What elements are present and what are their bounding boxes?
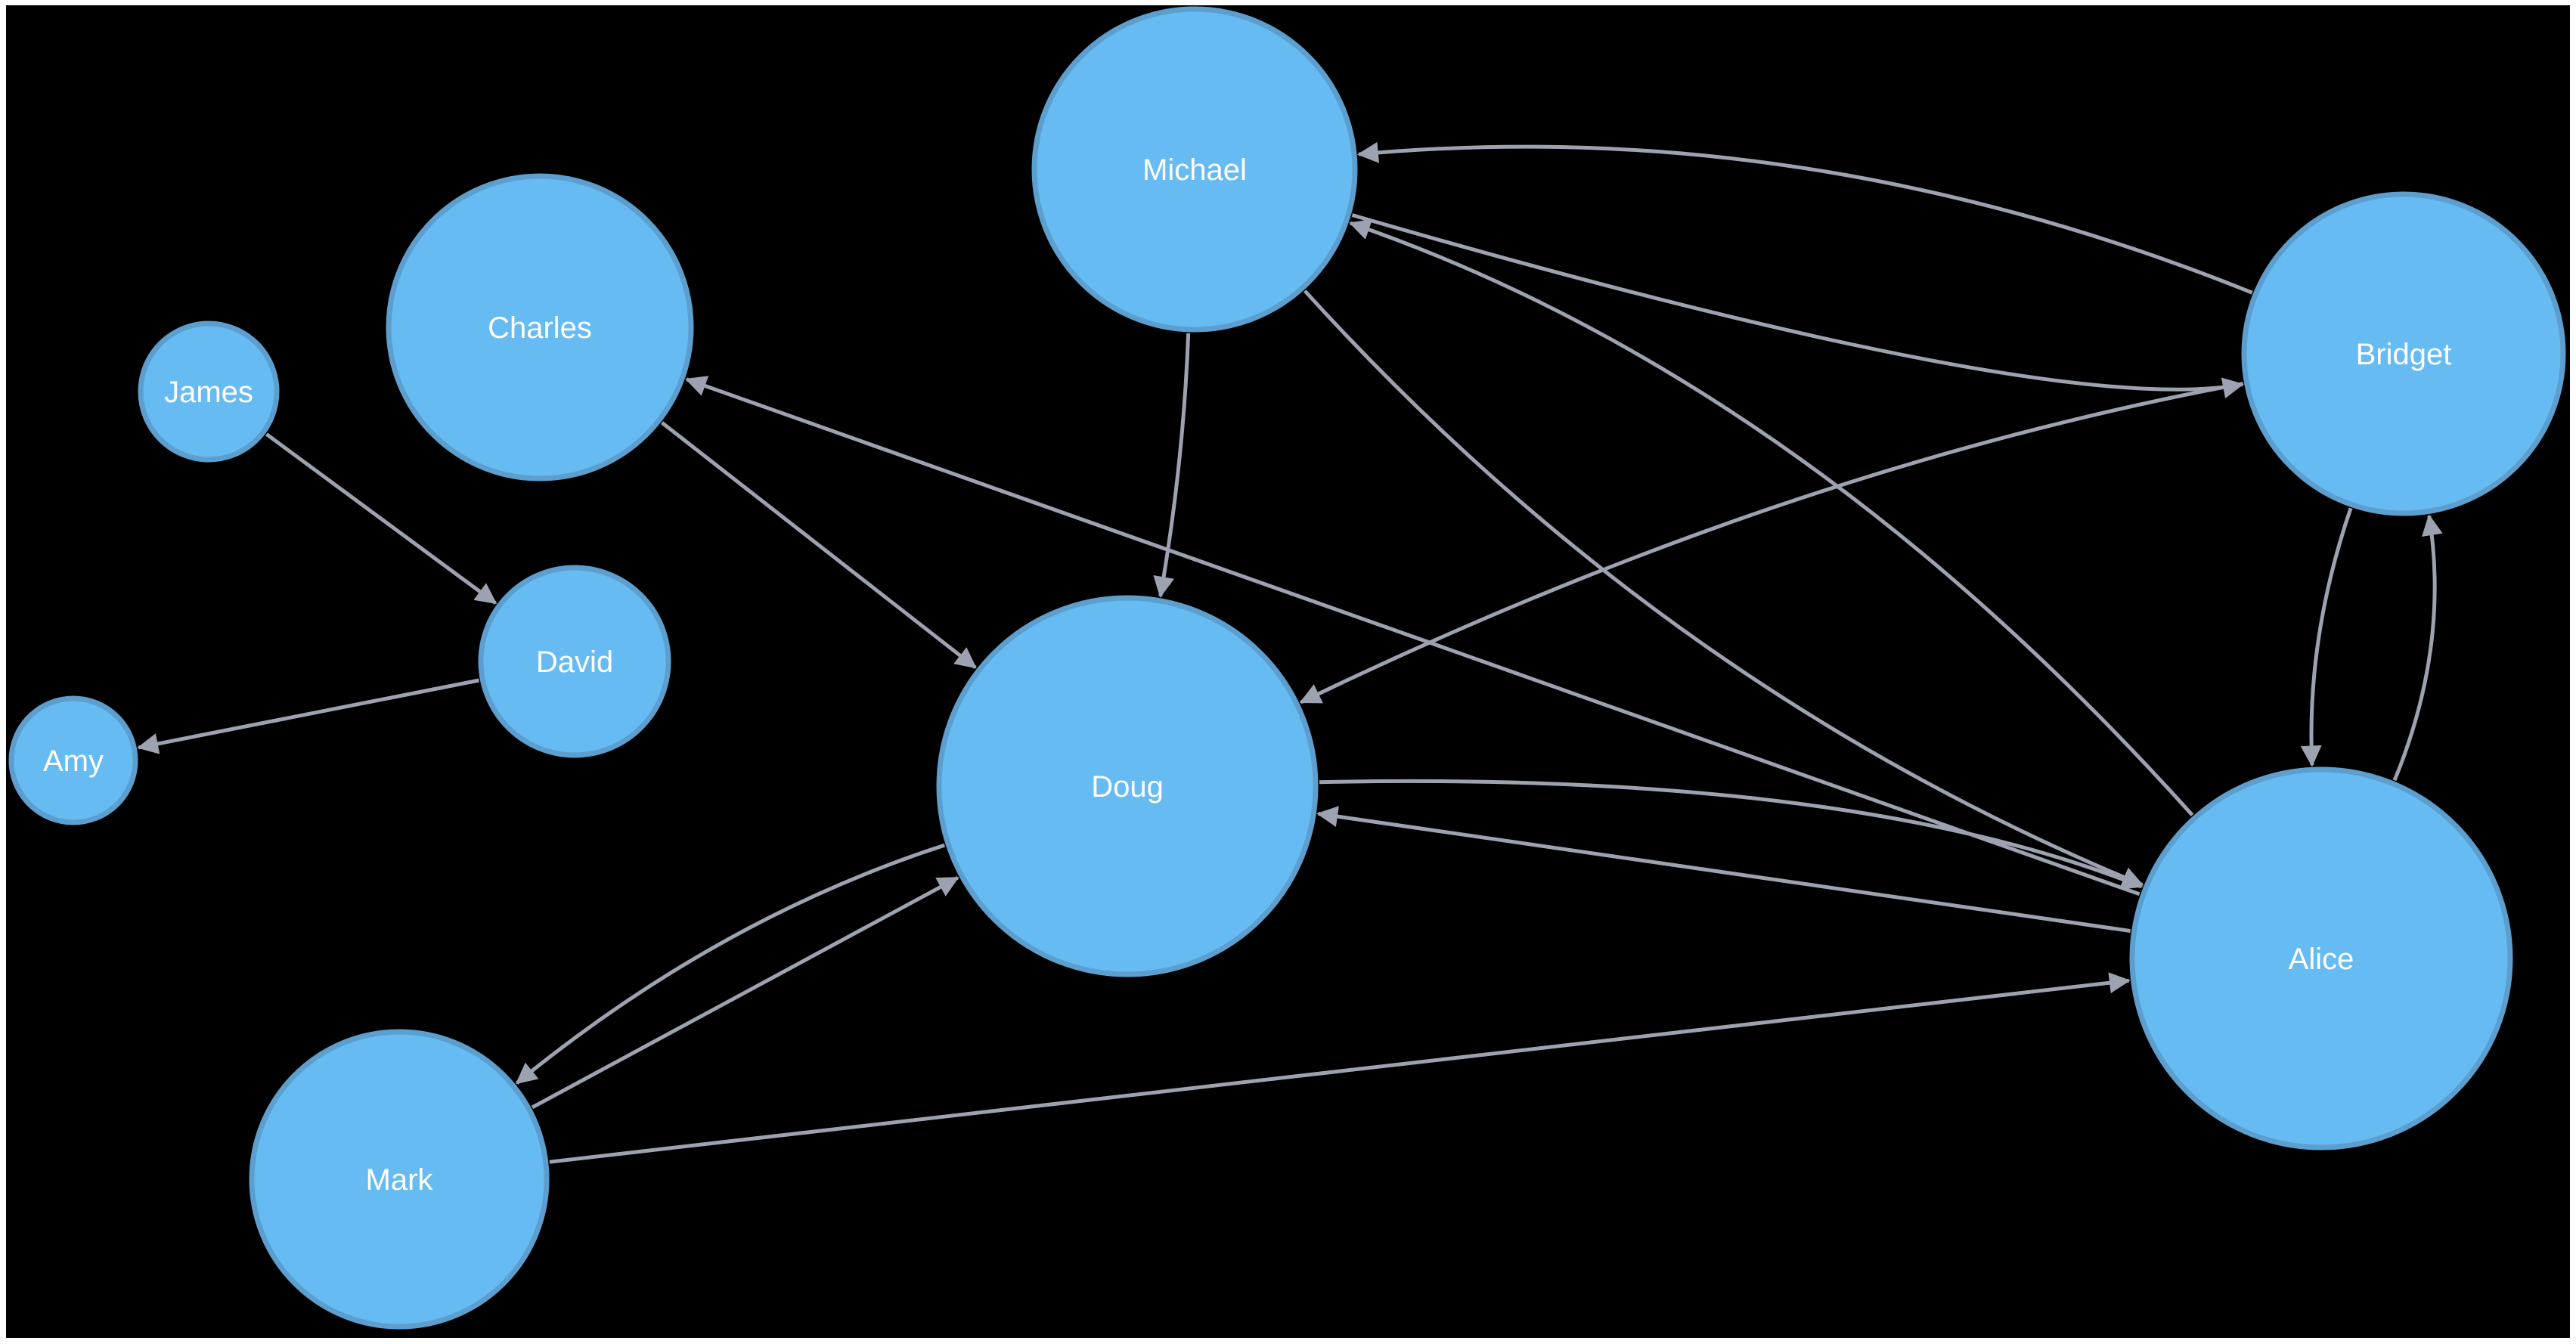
node-label-james: James (164, 376, 253, 409)
edge-alice-to-bridget[interactable] (2392, 514, 2443, 782)
edge-bridget-to-alice[interactable] (2300, 507, 2353, 767)
node-circle-amy[interactable] (8, 695, 138, 825)
edge-doug-to-alice[interactable] (1319, 779, 2144, 890)
node-label-alice: Alice (2289, 943, 2354, 976)
graph-node-bridget[interactable]: Bridget (2241, 191, 2566, 516)
edge-michael-to-alice[interactable] (1303, 290, 2144, 887)
graph-node-david[interactable]: David (478, 565, 671, 758)
node-label-mark: Mark (366, 1163, 434, 1197)
edge-alice-to-michael[interactable] (1348, 219, 2194, 816)
edge-alice-to-doug[interactable] (1316, 806, 2131, 934)
edge-michael-to-doug[interactable] (1153, 333, 1191, 598)
edge-bridget-to-michael[interactable] (1356, 141, 2253, 295)
graph-node-doug[interactable]: Doug (936, 595, 1319, 977)
node-label-amy: Amy (43, 745, 104, 778)
graph-node-amy[interactable]: Amy (8, 695, 138, 825)
edge-bridget-to-doug[interactable] (1299, 381, 2244, 705)
edge-mark-to-doug[interactable] (531, 875, 959, 1110)
edge-doug-to-mark[interactable] (515, 843, 946, 1085)
node-circle-doug[interactable] (936, 595, 1319, 977)
node-label-charles: Charles (488, 311, 592, 345)
graph-node-charles[interactable]: Charles (386, 173, 694, 482)
edge-alice-to-charles[interactable] (685, 376, 2140, 897)
node-label-michael: Michael (1142, 153, 1247, 187)
graph-node-alice[interactable]: Alice (2129, 766, 2513, 1150)
edge-james-to-david[interactable] (265, 432, 498, 605)
edges-layer (137, 141, 2443, 1164)
graph-node-james[interactable]: James (138, 321, 280, 463)
node-circle-bridget[interactable] (2241, 191, 2566, 516)
node-label-bridget: Bridget (2356, 338, 2452, 371)
node-circle-alice[interactable] (2129, 766, 2513, 1150)
node-label-doug: Doug (1091, 770, 1164, 804)
node-circle-mark[interactable] (249, 1029, 550, 1330)
node-circle-michael[interactable] (1031, 6, 1358, 333)
node-circle-david[interactable] (478, 565, 671, 758)
edge-charles-to-doug[interactable] (661, 421, 977, 669)
graph-node-mark[interactable]: Mark (249, 1029, 550, 1330)
graph-node-michael[interactable]: Michael (1031, 6, 1358, 333)
edge-david-to-amy[interactable] (137, 678, 479, 754)
node-circle-james[interactable] (138, 321, 280, 463)
edge-mark-to-alice[interactable] (549, 972, 2131, 1164)
node-label-david: David (536, 646, 613, 679)
edge-michael-to-bridget[interactable] (1351, 213, 2245, 398)
node-circle-charles[interactable] (386, 173, 694, 482)
